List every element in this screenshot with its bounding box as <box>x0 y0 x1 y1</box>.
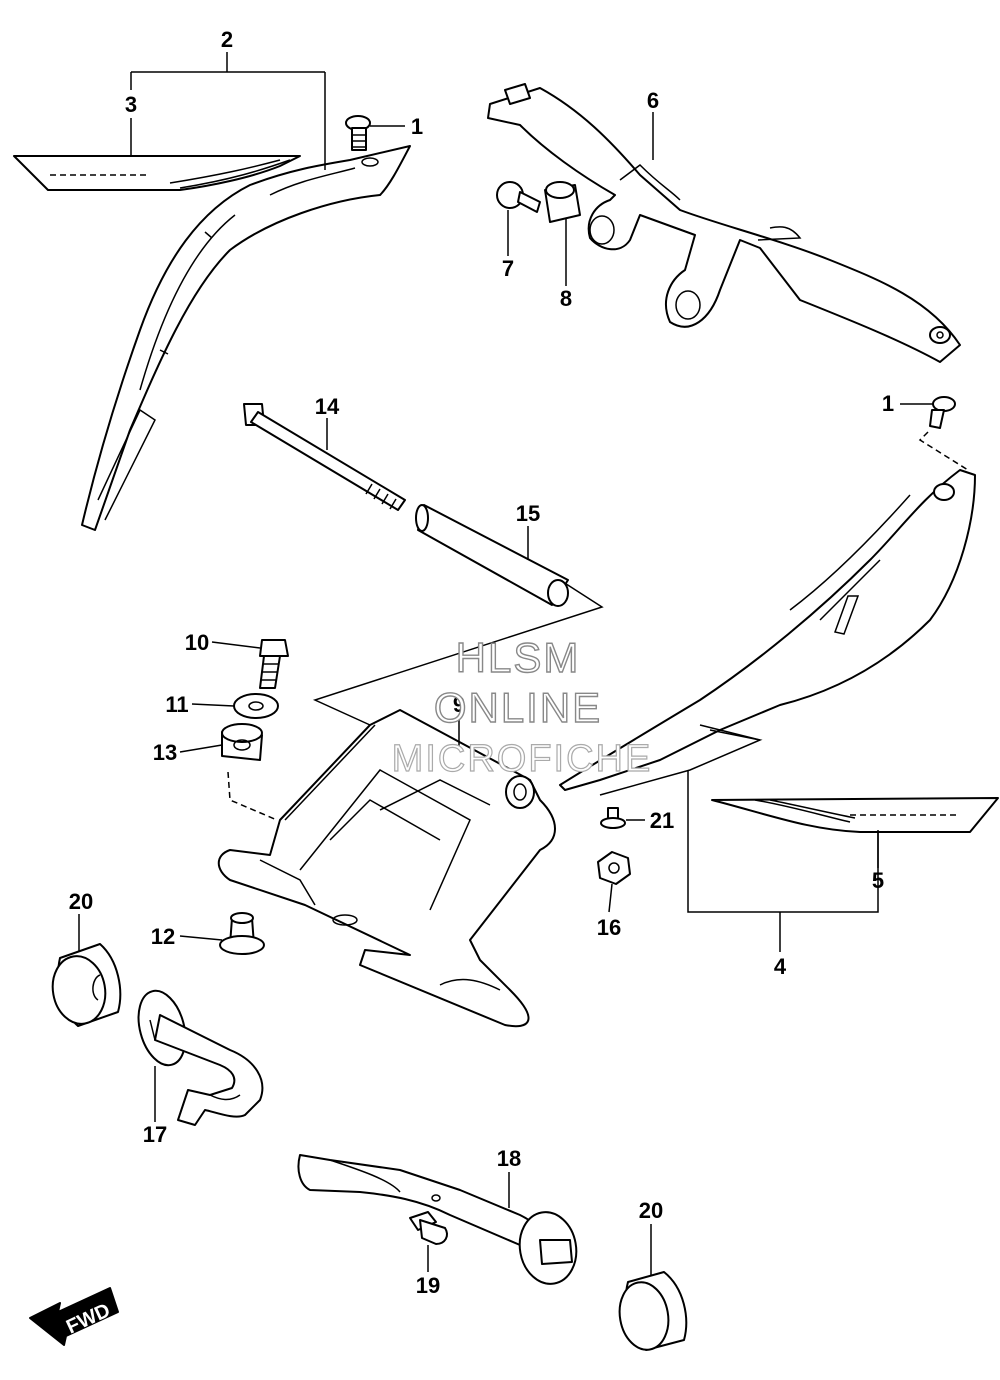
callout-8: 8 <box>560 286 572 311</box>
watermark: HLSM ONLINE MICROFICHE <box>391 633 653 780</box>
part-19-bolt <box>409 1211 448 1245</box>
part-12-collar <box>219 912 265 955</box>
callout-1-left: 1 <box>411 114 423 139</box>
callout-13: 13 <box>153 740 177 765</box>
part-16-nut <box>597 851 631 885</box>
part-21-screw <box>600 807 626 829</box>
callout-19: 19 <box>416 1273 440 1298</box>
fwd-arrow: FWD <box>29 1287 119 1346</box>
callout-17: 17 <box>143 1122 167 1147</box>
callout-6: 6 <box>647 88 659 113</box>
part-20-bumper-right <box>618 1271 688 1351</box>
callout-3: 3 <box>125 92 137 117</box>
part-11-washer <box>233 693 279 719</box>
callout-7: 7 <box>502 256 514 281</box>
part-1-bolt-right <box>918 396 969 471</box>
part-10-bolt <box>259 639 289 689</box>
part-17-peg-bracket <box>137 989 264 1126</box>
part-9-center-bracket <box>217 709 556 1028</box>
watermark-line-1: HLSM <box>456 634 581 681</box>
callout-4: 4 <box>774 954 787 979</box>
part-3-decal <box>13 155 301 191</box>
callout-1-right: 1 <box>882 391 894 416</box>
part-5-decal <box>711 797 999 833</box>
part-15-spacer-tube <box>415 504 569 607</box>
callout-2: 2 <box>221 27 233 52</box>
part-4-right-grip <box>559 469 976 796</box>
leader-lines <box>78 52 934 1276</box>
part-20-bumper-left <box>51 943 122 1027</box>
part-8-collar <box>544 181 581 223</box>
part-2-left-grip <box>81 145 411 531</box>
callout-15: 15 <box>516 501 540 526</box>
watermark-line-3: MICROFICHE <box>392 738 653 780</box>
part-6-bracket <box>487 83 961 363</box>
callout-10: 10 <box>185 630 209 655</box>
callout-11: 11 <box>165 692 188 717</box>
callout-18: 18 <box>497 1146 521 1171</box>
callout-20-upper: 20 <box>69 889 93 914</box>
part-18-peg-bracket <box>297 1154 578 1285</box>
callout-14: 14 <box>315 394 340 419</box>
part-13-grommet <box>221 723 263 761</box>
watermark-line-2: ONLINE <box>434 684 602 731</box>
part-1-bolt-left <box>345 115 371 151</box>
callout-5: 5 <box>872 868 884 893</box>
callout-12: 12 <box>151 924 175 949</box>
part-7-bolt <box>496 181 541 213</box>
callout-20-lower: 20 <box>639 1198 663 1223</box>
assembly-line-15-9 <box>312 579 604 726</box>
callout-21: 21 <box>650 808 674 833</box>
callout-16: 16 <box>597 915 621 940</box>
callout-9: 9 <box>453 692 465 717</box>
part-14-long-bolt <box>243 403 406 511</box>
fwd-arrow-icon <box>29 1287 119 1346</box>
